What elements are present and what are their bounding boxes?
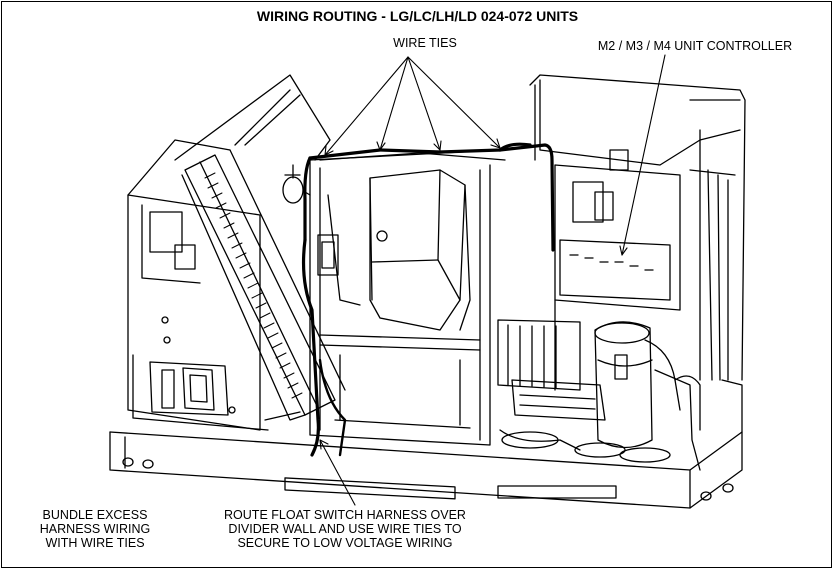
bundle-note-line: WITH WIRE TIES <box>45 536 145 550</box>
wire-ties-leaders <box>324 56 501 156</box>
float-switch-harness <box>318 358 347 457</box>
wire-ties-callout: WIRE TIES <box>393 36 457 50</box>
diagram-title: WIRING ROUTING - LG/LC/LH/LD 024-072 UNI… <box>256 8 579 24</box>
right-cabinet <box>497 74 746 421</box>
route-note-line: ROUTE FLOAT SWITCH HARNESS OVER <box>224 508 466 522</box>
bundle-note-line: HARNESS WIRING <box>39 522 151 536</box>
blower-housing <box>282 164 471 331</box>
bundle-note-line: BUNDLE EXCESS <box>42 508 148 522</box>
blower-frame <box>304 149 506 446</box>
route-note-line: DIVIDER WALL AND USE WIRE TIES TO <box>228 522 462 536</box>
controller-leader <box>619 54 666 256</box>
route-note-leader <box>319 439 356 506</box>
coil-fins <box>204 172 303 399</box>
low-voltage-harness <box>301 142 555 457</box>
compressor <box>574 321 701 471</box>
bundle-excess-note: BUNDLE EXCESS HARNESS WIRING WITH WIRE T… <box>30 508 160 550</box>
base-rail <box>109 379 743 509</box>
route-float-switch-note: ROUTE FLOAT SWITCH HARNESS OVER DIVIDER … <box>215 508 475 550</box>
left-end-panel <box>127 139 269 431</box>
evaporator-coil <box>174 74 346 421</box>
condenser-tubing <box>499 375 701 451</box>
unit-controller-callout: M2 / M3 / M4 UNIT CONTROLLER <box>597 39 793 53</box>
route-note-line: SECURE TO LOW VOLTAGE WIRING <box>237 536 453 550</box>
